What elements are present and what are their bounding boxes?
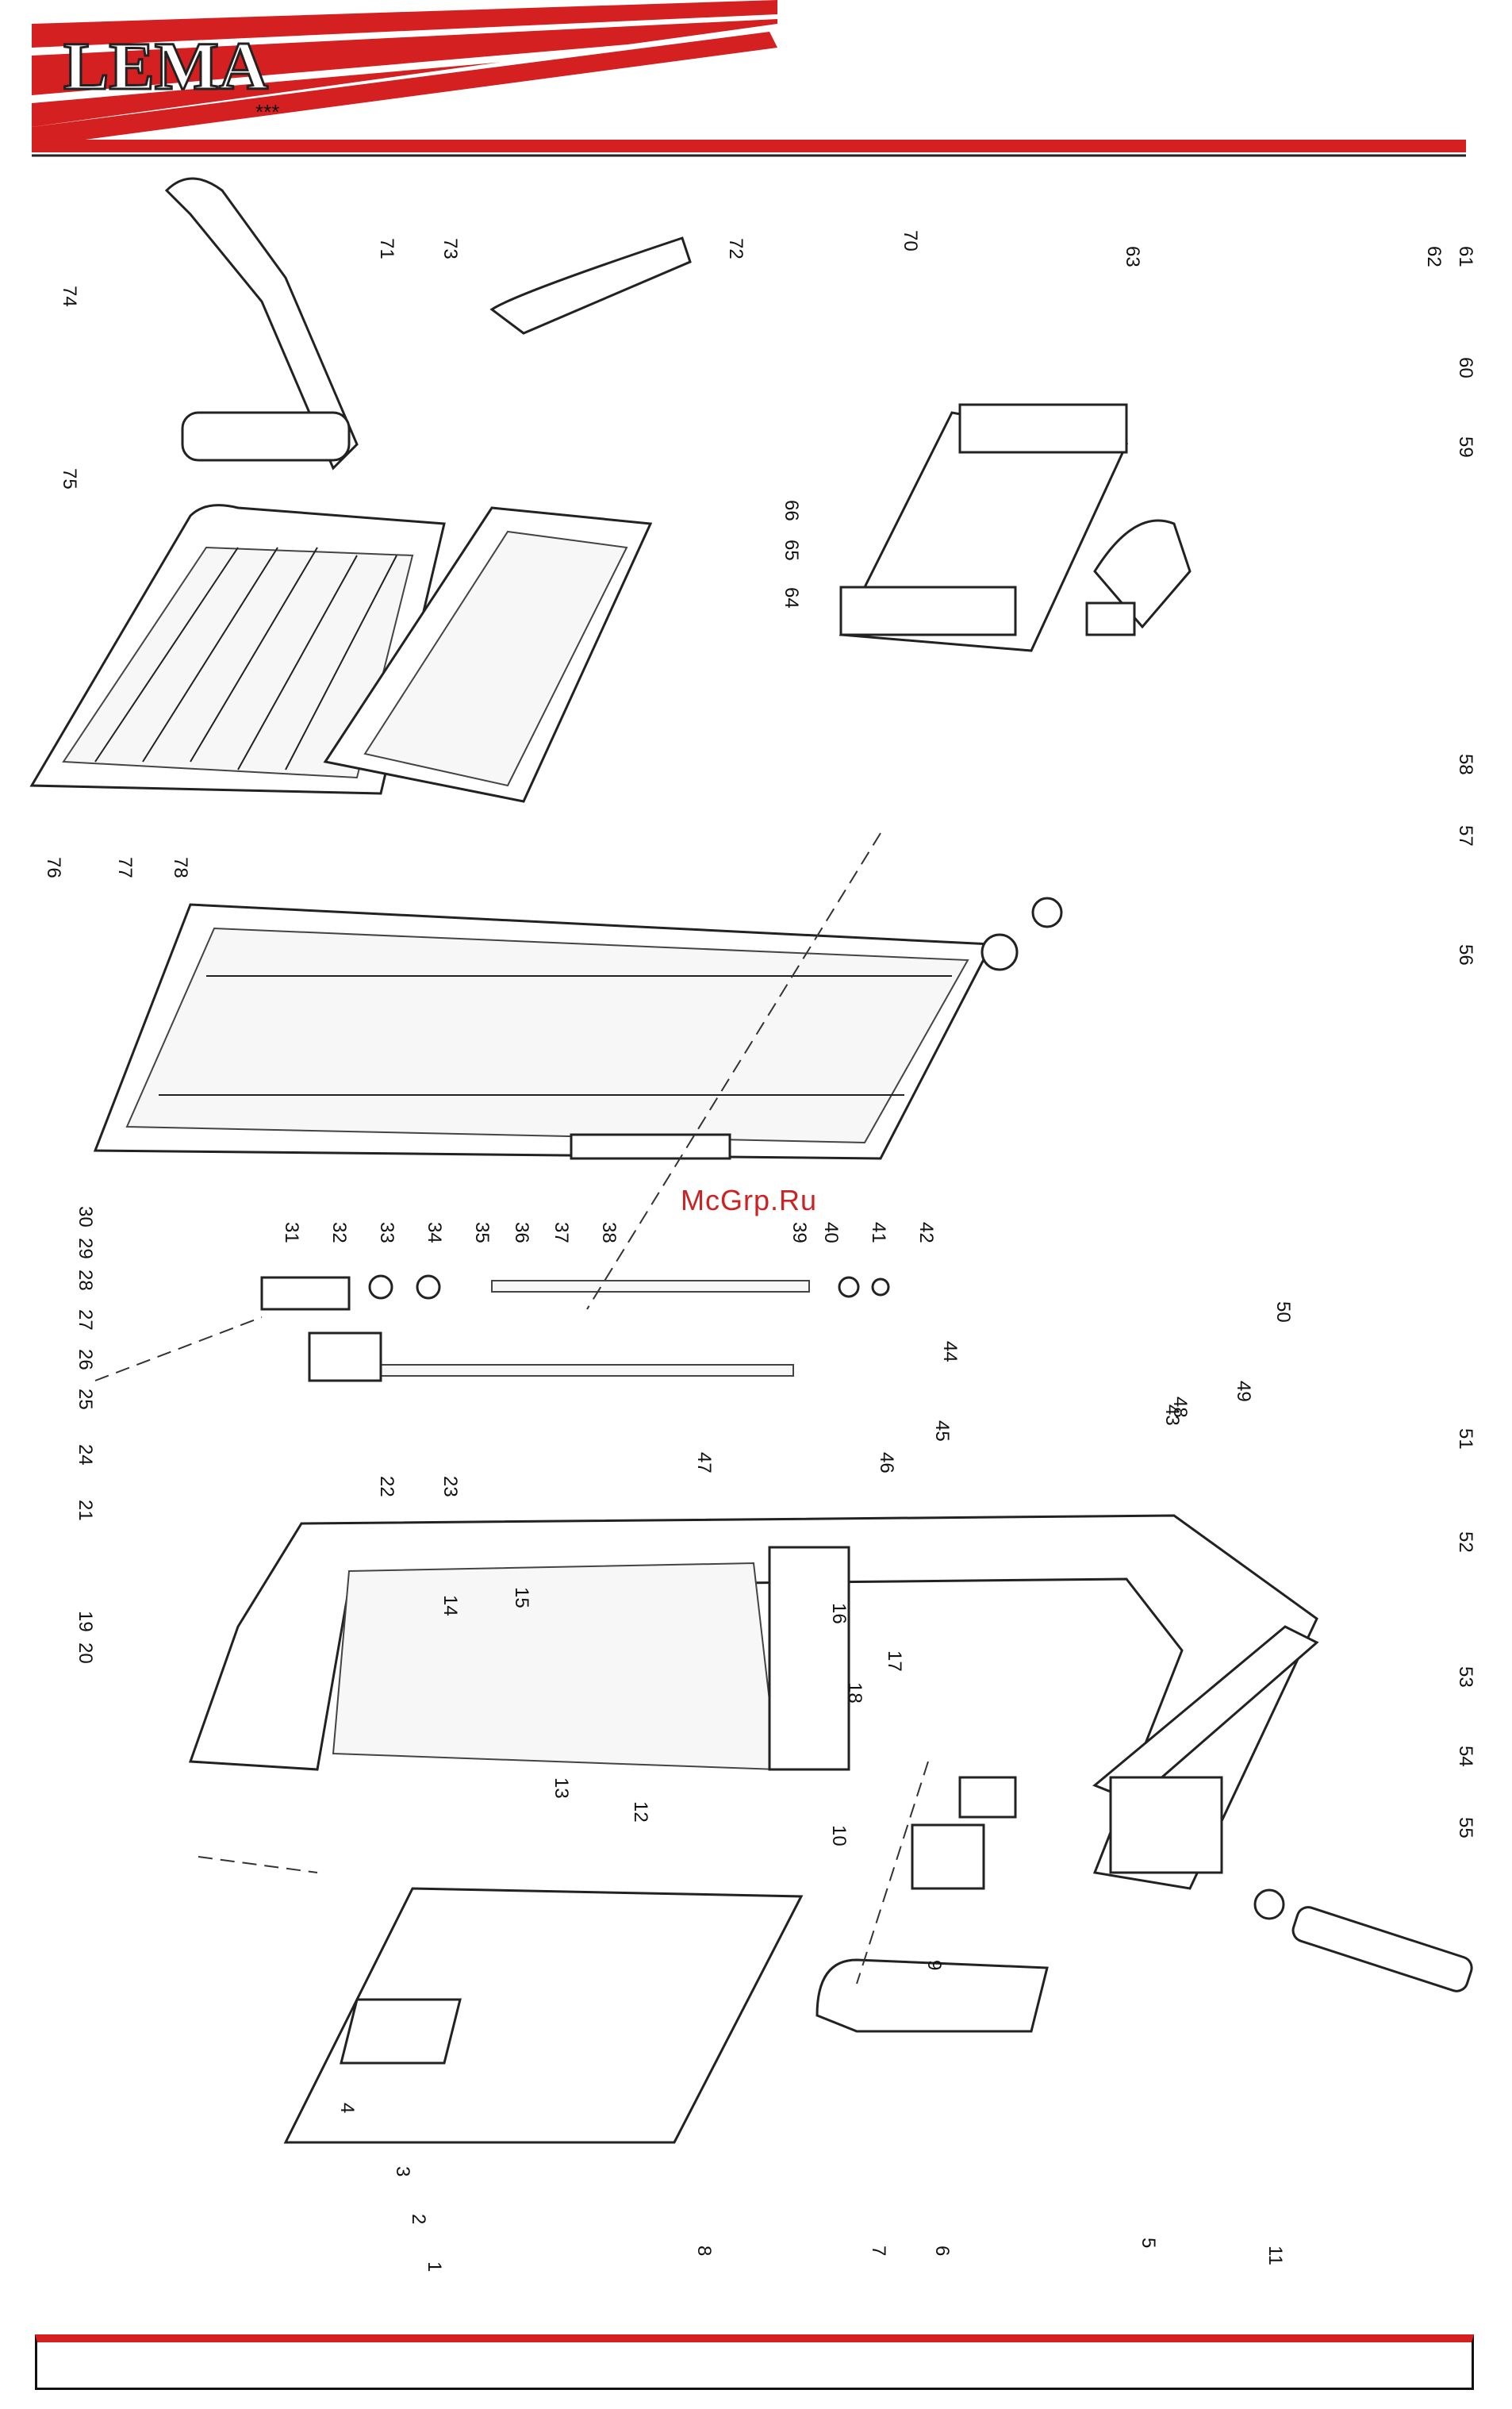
part-number-label: 13 <box>551 1777 572 1799</box>
rod-assembly-part <box>262 1276 888 1381</box>
part-number-label: 6 <box>931 2246 953 2256</box>
part-number-label: 62 <box>1423 246 1445 267</box>
part-number-label: 49 <box>1233 1381 1254 1402</box>
part-number-label: 57 <box>1455 825 1476 847</box>
part-number-label: 55 <box>1455 1817 1476 1838</box>
cover-part <box>817 1777 1047 2031</box>
part-number-label: 29 <box>75 1238 96 1259</box>
alignment-line <box>198 1857 317 1873</box>
watermark: McGrp.Ru <box>681 1184 817 1217</box>
part-number-label: 46 <box>876 1452 897 1473</box>
main-panel-part <box>95 898 1061 1158</box>
part-number-label: 30 <box>75 1206 96 1228</box>
part-number-label: 15 <box>511 1587 532 1608</box>
part-number-label: 34 <box>424 1222 445 1243</box>
part-number-label: 42 <box>915 1222 937 1243</box>
part-number-label: 19 <box>75 1611 96 1632</box>
part-number-label: 47 <box>693 1452 715 1473</box>
part-number-label: 2 <box>408 2214 429 2224</box>
part-number-label: 60 <box>1455 357 1476 378</box>
part-number-label: 12 <box>630 1801 651 1823</box>
part-number-label: 16 <box>828 1603 850 1624</box>
part-number-label: 48 <box>1169 1397 1191 1418</box>
part-number-label: 7 <box>868 2246 889 2256</box>
part-number-label: 9 <box>923 1960 945 1970</box>
part-number-label: 44 <box>939 1341 961 1362</box>
part-number-label: 76 <box>43 857 64 878</box>
part-number-label: 8 <box>693 2246 715 2256</box>
part-number-label: 32 <box>328 1222 350 1243</box>
footer-bar <box>35 2334 1474 2390</box>
part-number-label: 1 <box>424 2261 445 2272</box>
part-number-label: 73 <box>439 238 461 259</box>
part-number-label: 24 <box>75 1444 96 1466</box>
handle-part <box>167 179 357 468</box>
part-number-label: 23 <box>439 1476 461 1497</box>
part-number-label: 61 <box>1455 246 1476 267</box>
part-number-label: 51 <box>1455 1428 1476 1450</box>
part-number-label: 71 <box>376 238 397 259</box>
part-number-label: 77 <box>114 857 136 878</box>
part-number-label: 38 <box>598 1222 620 1243</box>
part-number-label: 52 <box>1455 1531 1476 1553</box>
part-number-label: 33 <box>376 1222 397 1243</box>
part-number-label: 78 <box>170 857 191 878</box>
part-number-label: 3 <box>392 2166 413 2177</box>
part-number-label: 45 <box>931 1420 953 1442</box>
part-number-label: 18 <box>844 1682 865 1704</box>
base-plate-part <box>286 1888 801 2142</box>
part-number-label: 26 <box>75 1349 96 1370</box>
part-number-label: 20 <box>75 1642 96 1664</box>
part-number-label: 41 <box>868 1222 889 1243</box>
lever-part <box>1255 1890 1475 1994</box>
part-number-label: 17 <box>884 1650 905 1672</box>
part-number-label: 63 <box>1122 246 1143 267</box>
part-number-label: 50 <box>1272 1301 1294 1323</box>
part-number-label: 72 <box>725 238 746 259</box>
part-number-label: 70 <box>900 230 921 252</box>
part-number-label: 66 <box>781 500 802 521</box>
part-number-label: 65 <box>781 540 802 561</box>
alignment-line <box>95 1317 262 1381</box>
part-number-label: 35 <box>471 1222 493 1243</box>
part-number-label: 39 <box>789 1222 810 1243</box>
part-number-label: 58 <box>1455 754 1476 775</box>
part-number-label: 28 <box>75 1270 96 1291</box>
part-number-label: 40 <box>820 1222 842 1243</box>
part-number-label: 75 <box>59 468 80 490</box>
part-number-label: 10 <box>828 1825 850 1846</box>
part-number-label: 14 <box>439 1595 461 1616</box>
part-number-label: 59 <box>1455 436 1476 458</box>
part-number-label: 53 <box>1455 1666 1476 1688</box>
linkage-part <box>841 405 1190 651</box>
part-number-label: 31 <box>281 1222 302 1243</box>
part-number-label: 74 <box>59 286 80 307</box>
part-number-label: 36 <box>511 1222 532 1243</box>
part-number-label: 5 <box>1138 2238 1159 2248</box>
part-number-label: 27 <box>75 1309 96 1331</box>
part-number-label: 25 <box>75 1389 96 1410</box>
part-number-label: 22 <box>376 1476 397 1497</box>
part-number-label: 11 <box>1264 2246 1286 2265</box>
part-number-label: 56 <box>1455 944 1476 966</box>
part-number-label: 54 <box>1455 1746 1476 1767</box>
chassis-frame-part <box>190 1516 1317 1888</box>
part-number-label: 64 <box>781 587 802 609</box>
part-number-label: 37 <box>551 1222 572 1243</box>
part-number-label: 4 <box>336 2103 358 2113</box>
part-number-label: 21 <box>75 1500 96 1521</box>
